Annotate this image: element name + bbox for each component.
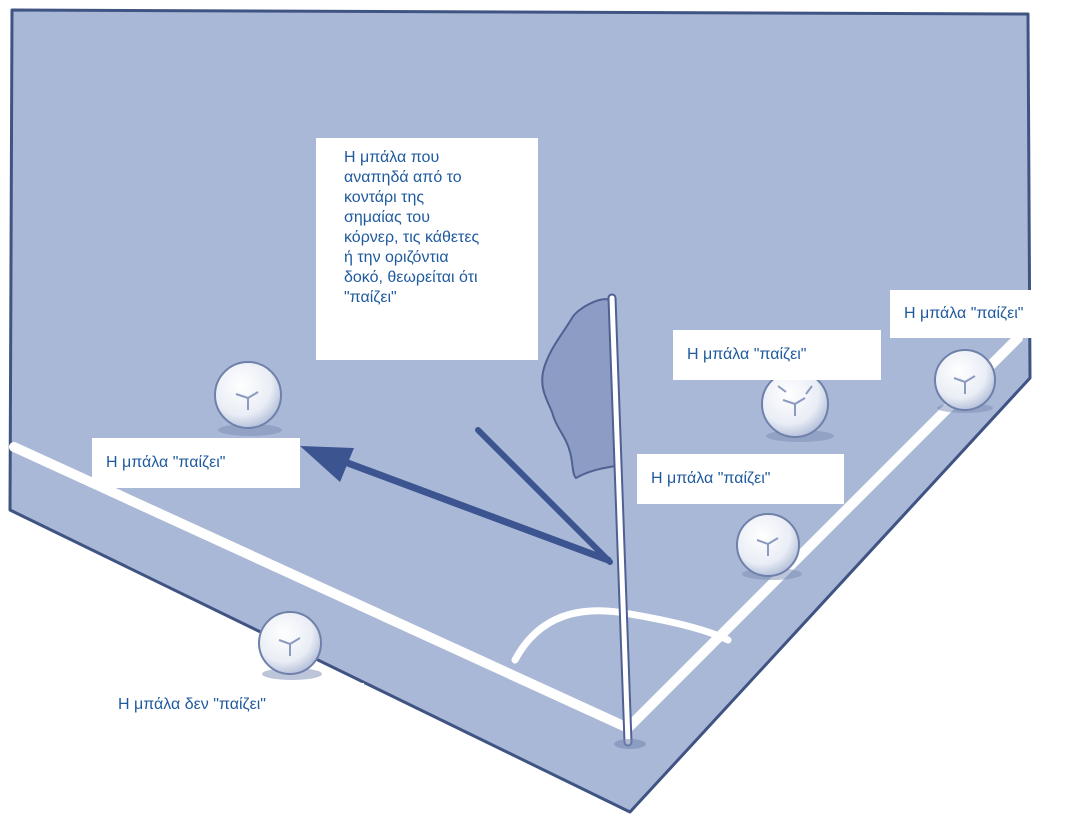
deflection-note-label: Η μπάλα που αναπηδά από το κοντάρι της σ… (316, 138, 538, 360)
incoming-path (475, 427, 613, 565)
ball-right (761, 370, 834, 442)
ball-far-right (934, 349, 996, 413)
in-play-label-near-flag: Η μπάλα "παίζει" (637, 454, 844, 504)
out-of-play-label: Η μπάλα δεν "παίζει" (104, 683, 364, 727)
corner-arc (511, 607, 732, 664)
soccer-ball-icon (934, 349, 996, 411)
ball-out (258, 611, 322, 680)
rebound-arrow (300, 427, 613, 565)
corner-flag-icon (541, 293, 646, 749)
ball-left (214, 361, 282, 436)
in-play-label-far-right: Η μπάλα "παίζει" (890, 290, 1074, 338)
pitch-surface (8, 8, 1032, 814)
rebound-arrow-shaft (341, 458, 612, 564)
soccer-ball-icon (214, 361, 282, 429)
ball-near-flag (736, 513, 802, 580)
direction-arrow-icon (300, 446, 354, 482)
corner-flag-cloth (541, 298, 616, 479)
in-play-label-left: Η μπάλα "παίζει" (92, 438, 300, 488)
in-play-label-right: Η μπάλα "παίζει" (673, 330, 881, 380)
goal-line (9, 442, 633, 733)
